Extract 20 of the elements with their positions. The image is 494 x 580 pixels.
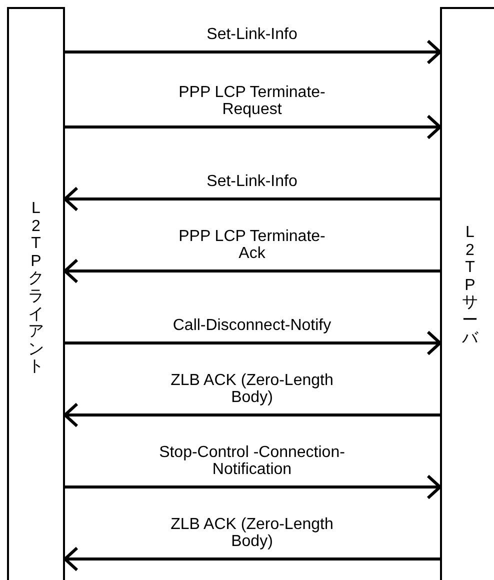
edge-label: PPP LCP Terminate-Request: [178, 85, 326, 119]
edge-label: ZLB ACK (Zero-Length Body): [170, 517, 334, 551]
edge-label: Set-Link-Info: [206, 174, 298, 191]
lifeline-label: L2TPクライアント: [28, 200, 44, 376]
lifeline-bar: [7, 7, 65, 580]
arrow: [65, 474, 442, 500]
edge-label: Set-Link-Info: [206, 27, 298, 44]
arrow: [64, 546, 440, 572]
lifeline-label: L2TPサーバ: [462, 224, 478, 348]
arrow: [65, 40, 442, 64]
arrow: [64, 402, 440, 428]
edge-label: Call-Disconnect-Notify: [172, 318, 332, 335]
lifeline-bar: [440, 7, 494, 580]
arrow: [65, 330, 442, 356]
arrow: [65, 114, 442, 140]
arrow: [64, 186, 440, 212]
edge-label: PPP LCP Terminate-Ack: [178, 229, 326, 263]
edge-label: Stop-Control -Connection-Notification: [158, 445, 346, 479]
edge-label: ZLB ACK (Zero-Length Body): [170, 373, 334, 407]
arrow: [64, 258, 440, 284]
